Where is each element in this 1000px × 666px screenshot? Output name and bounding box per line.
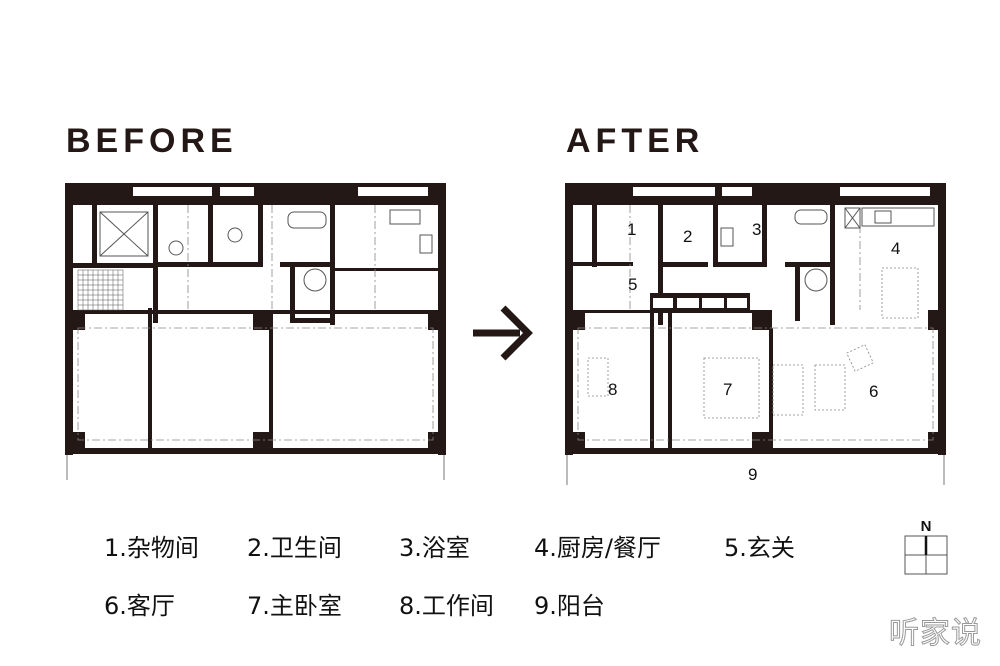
room-label-8: 8	[608, 380, 617, 399]
legend-item-6: 6.客厅	[104, 592, 175, 620]
legend-item-7: 7.主卧室	[247, 592, 342, 620]
arrow-right-icon	[473, 305, 533, 361]
after-title: AFTER	[566, 122, 705, 160]
room-label-7: 7	[723, 380, 732, 399]
after-room-labels: 1 2 3 4 5 6 7 8 9	[608, 220, 900, 484]
legend-item-5: 5.玄关	[724, 534, 795, 562]
legend-item-4: 4.厨房/餐厅	[534, 534, 661, 562]
north-compass: N	[903, 518, 949, 580]
compass-icon	[904, 535, 948, 575]
legend-item-8: 8.工作间	[399, 592, 494, 620]
room-label-3: 3	[752, 220, 761, 239]
legend-item-1: 1.杂物间	[104, 534, 199, 562]
room-label-4: 4	[891, 239, 900, 258]
after-floor-plan: 1 2 3 4 5 6 7 8 9	[565, 183, 946, 485]
legend-item-2: 2.卫生间	[247, 534, 342, 562]
legend-item-3: 3.浴室	[399, 534, 470, 562]
before-title: BEFORE	[66, 122, 238, 160]
room-label-9: 9	[748, 465, 757, 484]
before-floor-plan	[65, 183, 446, 480]
room-label-5: 5	[628, 275, 637, 294]
watermark: 听家说	[889, 616, 982, 652]
room-label-2: 2	[683, 227, 692, 246]
room-label-1: 1	[627, 220, 636, 239]
compass-north-label: N	[920, 518, 932, 535]
room-label-6: 6	[869, 382, 878, 401]
legend-item-9: 9.阳台	[534, 592, 605, 620]
